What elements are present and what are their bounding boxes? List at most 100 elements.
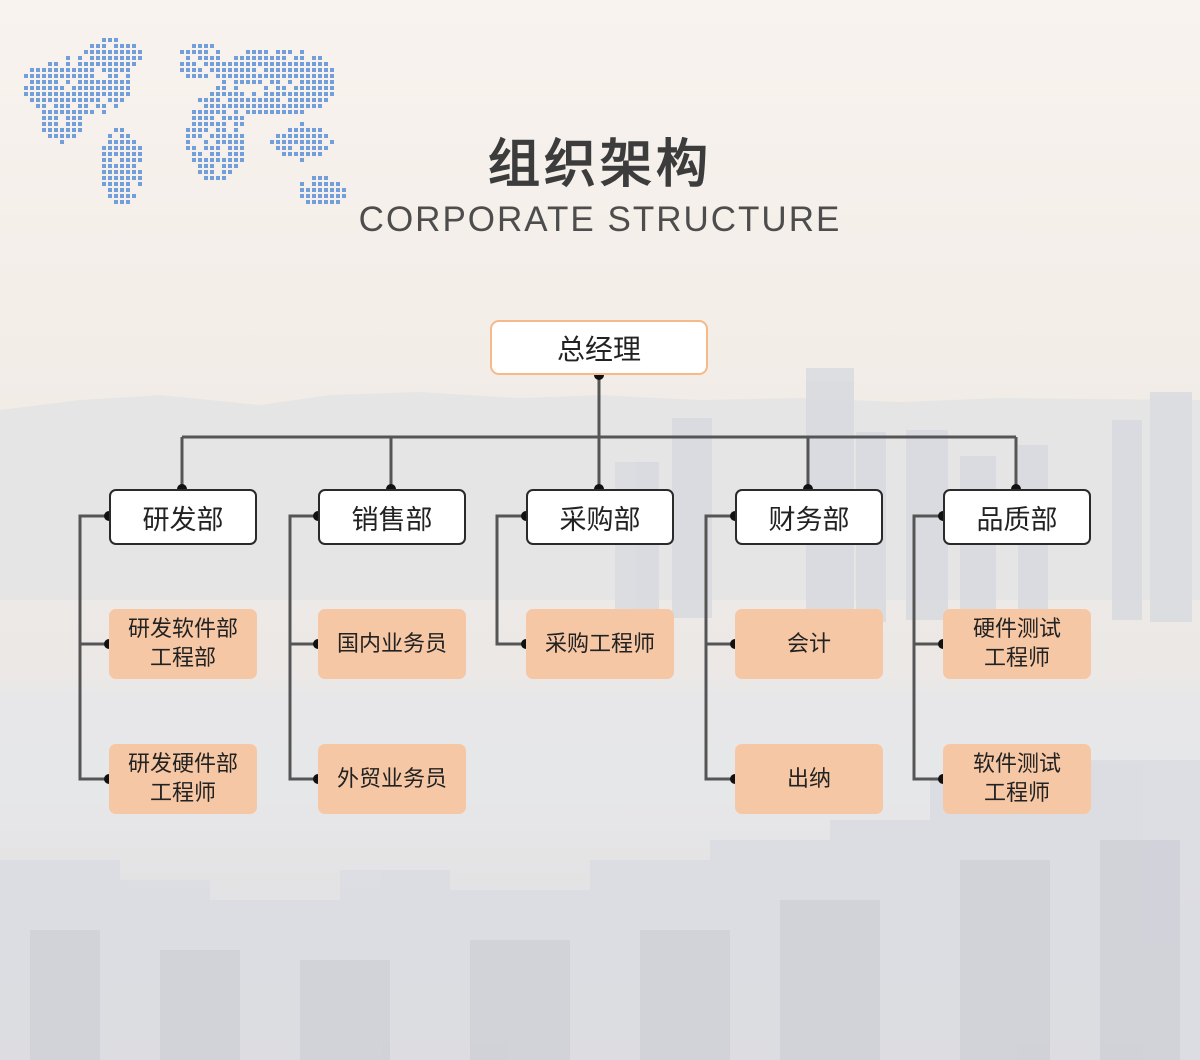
map-dot	[42, 80, 46, 84]
map-dot	[288, 50, 292, 54]
map-dot	[84, 104, 88, 108]
map-dot	[42, 92, 46, 96]
map-dot	[270, 68, 274, 72]
map-dot	[318, 62, 322, 66]
map-dot	[246, 56, 250, 60]
map-dot	[180, 50, 184, 54]
map-dot	[96, 44, 100, 48]
map-dot	[330, 68, 334, 72]
map-dot	[126, 62, 130, 66]
map-dot	[324, 98, 328, 102]
map-dot	[78, 56, 82, 60]
map-dot	[240, 92, 244, 96]
map-dot	[240, 152, 244, 156]
map-dot	[204, 146, 208, 150]
map-dot	[78, 80, 82, 84]
map-dot	[324, 68, 328, 72]
map-dot	[24, 92, 28, 96]
map-dot	[318, 68, 322, 72]
map-dot	[306, 92, 310, 96]
map-dot	[192, 146, 196, 150]
map-dot	[36, 98, 40, 102]
map-dot	[294, 86, 298, 90]
map-dot	[204, 158, 208, 162]
map-dot	[222, 86, 226, 90]
map-dot	[204, 50, 208, 54]
map-dot	[288, 110, 292, 114]
map-dot	[276, 134, 280, 138]
map-dot	[78, 110, 82, 114]
map-dot	[60, 104, 64, 108]
map-dot	[108, 80, 112, 84]
map-dot	[258, 110, 262, 114]
map-dot	[96, 98, 100, 102]
map-dot	[234, 164, 238, 168]
map-dot	[318, 86, 322, 90]
map-dot	[108, 62, 112, 66]
map-dot	[66, 80, 70, 84]
map-dot	[246, 80, 250, 84]
map-dot	[120, 92, 124, 96]
map-dot	[72, 68, 76, 72]
map-dot	[42, 86, 46, 90]
role-software-test-engineer: 软件测试 工程师	[943, 744, 1091, 814]
map-dot	[228, 104, 232, 108]
map-dot	[114, 128, 118, 132]
map-dot	[336, 182, 340, 186]
map-dot	[258, 62, 262, 66]
map-dot	[66, 56, 70, 60]
map-dot	[282, 146, 286, 150]
map-dot	[300, 110, 304, 114]
map-dot	[114, 98, 118, 102]
map-dot	[222, 158, 226, 162]
map-dot	[186, 74, 190, 78]
map-dot	[102, 110, 106, 114]
map-dot	[282, 74, 286, 78]
map-dot	[288, 128, 292, 132]
map-dot	[330, 74, 334, 78]
map-dot	[312, 86, 316, 90]
map-dot	[42, 122, 46, 126]
map-dot	[234, 140, 238, 144]
map-dot	[216, 110, 220, 114]
map-dot	[198, 134, 202, 138]
map-dot	[102, 158, 106, 162]
map-dot	[264, 50, 268, 54]
map-dot	[252, 74, 256, 78]
map-dot	[288, 104, 292, 108]
map-dot	[108, 188, 112, 192]
map-dot	[78, 62, 82, 66]
map-dot	[204, 140, 208, 144]
map-dot	[294, 62, 298, 66]
map-dot	[318, 176, 322, 180]
map-dot	[264, 104, 268, 108]
map-dot	[60, 68, 64, 72]
map-dot	[192, 134, 196, 138]
map-dot	[126, 194, 130, 198]
map-dot	[84, 80, 88, 84]
map-dot	[240, 134, 244, 138]
map-dot	[48, 128, 52, 132]
map-dot	[222, 92, 226, 96]
map-dot	[198, 98, 202, 102]
map-dot	[228, 134, 232, 138]
map-dot	[252, 92, 256, 96]
map-dot	[66, 74, 70, 78]
map-dot	[192, 74, 196, 78]
map-dot	[132, 44, 136, 48]
map-dot	[288, 98, 292, 102]
map-dot	[126, 158, 130, 162]
map-dot	[240, 68, 244, 72]
map-dot	[132, 164, 136, 168]
map-dot	[72, 98, 76, 102]
map-dot	[312, 146, 316, 150]
map-dot	[192, 152, 196, 156]
map-dot	[282, 110, 286, 114]
map-dot	[186, 128, 190, 132]
map-dot	[324, 194, 328, 198]
map-dot	[96, 92, 100, 96]
map-dot	[114, 182, 118, 186]
map-dot	[48, 110, 52, 114]
map-dot	[48, 62, 52, 66]
map-dot	[318, 80, 322, 84]
